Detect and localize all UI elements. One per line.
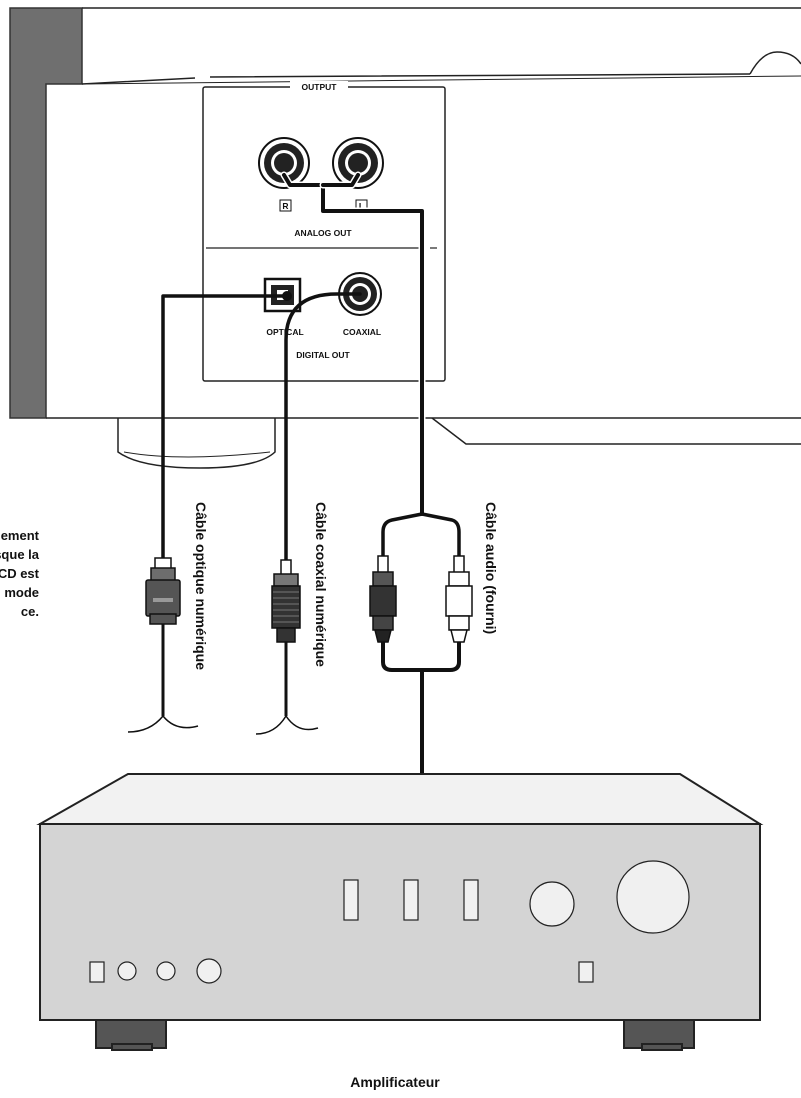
amp-knob-small bbox=[529, 881, 575, 927]
amp-slot-1 bbox=[343, 879, 359, 921]
coaxial-label: COAXIAL bbox=[343, 327, 381, 337]
audio-plug-white bbox=[445, 555, 473, 643]
optical-cable bbox=[161, 294, 289, 562]
amp-slot-2 bbox=[403, 879, 419, 921]
amplifier-label: Amplificateur bbox=[350, 1074, 440, 1090]
svg-text:mode: mode bbox=[4, 585, 39, 600]
channel-r-label: R bbox=[282, 201, 288, 211]
amp-jack-3 bbox=[196, 958, 222, 984]
player-side-cap bbox=[9, 7, 83, 419]
audio-cable-split bbox=[381, 512, 461, 562]
player-foot-left bbox=[117, 418, 276, 469]
coaxial-plug bbox=[255, 559, 319, 735]
player-top-bump bbox=[749, 51, 801, 75]
player-bottom-right bbox=[431, 417, 801, 445]
side-note: iement sque la CD est mode ce. bbox=[0, 528, 40, 619]
amp-switch bbox=[578, 961, 594, 983]
channel-l-label: L bbox=[359, 201, 364, 211]
digital-out-label: DIGITAL OUT bbox=[296, 350, 350, 360]
audio-plug-red bbox=[369, 555, 397, 643]
optical-cable-label: Câble optique numérique bbox=[193, 502, 209, 670]
analog-jack-l bbox=[332, 137, 384, 189]
analog-out-label: ANALOG OUT bbox=[294, 228, 352, 238]
channel-r-box bbox=[279, 199, 292, 212]
svg-text:sque la: sque la bbox=[0, 547, 40, 562]
amp-jack-1 bbox=[117, 961, 137, 981]
amplifier-top bbox=[36, 773, 764, 825]
optical-plug bbox=[127, 557, 199, 733]
amp-knob-volume bbox=[616, 860, 690, 934]
amp-jack-2 bbox=[156, 961, 176, 981]
coaxial-cable bbox=[284, 292, 362, 564]
amplifier bbox=[36, 773, 764, 1051]
audio-cable-label: Câble audio (fourni) bbox=[483, 502, 499, 634]
audio-cable-bottom-loop bbox=[381, 640, 461, 778]
cd-player-rear bbox=[9, 7, 801, 469]
svg-text:CD est: CD est bbox=[0, 566, 40, 581]
analog-jack-r bbox=[258, 137, 310, 189]
audio-cable-top bbox=[280, 171, 426, 518]
amp-slot-3 bbox=[463, 879, 479, 921]
svg-text:ce.: ce. bbox=[21, 604, 39, 619]
output-label: OUTPUT bbox=[302, 82, 338, 92]
player-top-outline bbox=[81, 7, 801, 85]
coaxial-cable-label: Câble coaxial numérique bbox=[313, 502, 329, 667]
svg-text:iement: iement bbox=[0, 528, 40, 543]
amp-power-button bbox=[89, 961, 105, 983]
